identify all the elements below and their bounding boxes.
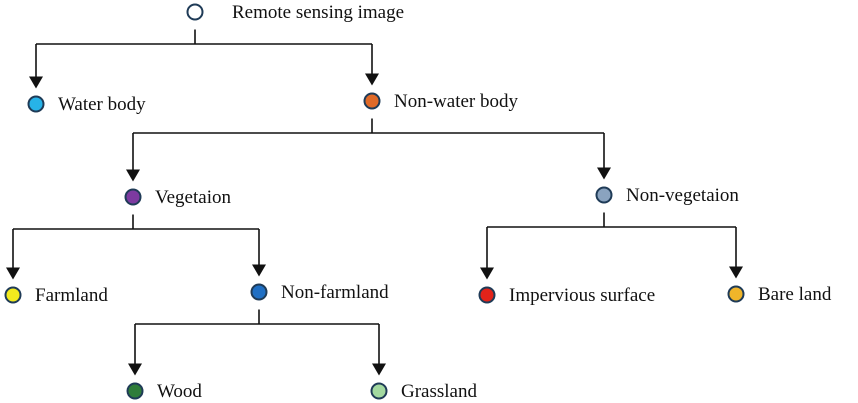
tree-node-nonwater: Non-water body: [363, 91, 518, 112]
node-label: Remote sensing image: [232, 2, 404, 23]
color-dot-icon: [124, 188, 142, 206]
arrowhead-icon: [6, 267, 20, 280]
arrowhead-icon: [480, 267, 494, 280]
tree-node-wood: Wood: [126, 381, 202, 402]
arrowhead-icon: [126, 169, 140, 182]
tree-edges: [6, 29, 743, 376]
tree-node-water: Water body: [27, 94, 146, 115]
hollow-circle-icon: [186, 3, 204, 21]
color-dot-icon: [727, 285, 745, 303]
arrowhead-icon: [372, 363, 386, 376]
tree-node-root: Remote sensing image: [186, 2, 404, 23]
node-label: Wood: [157, 381, 202, 402]
node-label: Farmland: [35, 285, 108, 306]
node-label: Water body: [58, 94, 146, 115]
node-label: Grassland: [401, 381, 477, 402]
color-dot-icon: [478, 286, 496, 304]
color-dot-icon: [4, 286, 22, 304]
color-dot-icon: [27, 95, 45, 113]
node-label: Bare land: [758, 284, 832, 305]
tree-node-impervious: Impervious surface: [478, 285, 655, 306]
node-label: Vegetaion: [155, 187, 231, 208]
tree-node-grass: Grassland: [370, 381, 477, 402]
tree-node-nonfarm: Non-farmland: [250, 282, 389, 303]
arrowhead-icon: [597, 167, 611, 180]
node-label: Non-water body: [394, 91, 518, 112]
tree-node-nonveg: Non-vegetaion: [595, 185, 739, 206]
arrowhead-icon: [29, 76, 43, 89]
arrowhead-icon: [729, 266, 743, 279]
node-label: Non-farmland: [281, 282, 389, 303]
arrowhead-icon: [128, 363, 142, 376]
tree-node-veg: Vegetaion: [124, 187, 231, 208]
arrowhead-icon: [252, 264, 266, 277]
color-dot-icon: [250, 283, 268, 301]
color-dot-icon: [126, 382, 144, 400]
node-label: Impervious surface: [509, 285, 655, 306]
color-dot-icon: [370, 382, 388, 400]
color-dot-icon: [363, 92, 381, 110]
arrowhead-icon: [365, 73, 379, 86]
color-dot-icon: [595, 186, 613, 204]
tree-node-bare: Bare land: [727, 284, 832, 305]
tree-node-farmland: Farmland: [4, 285, 108, 306]
node-label: Non-vegetaion: [626, 185, 739, 206]
